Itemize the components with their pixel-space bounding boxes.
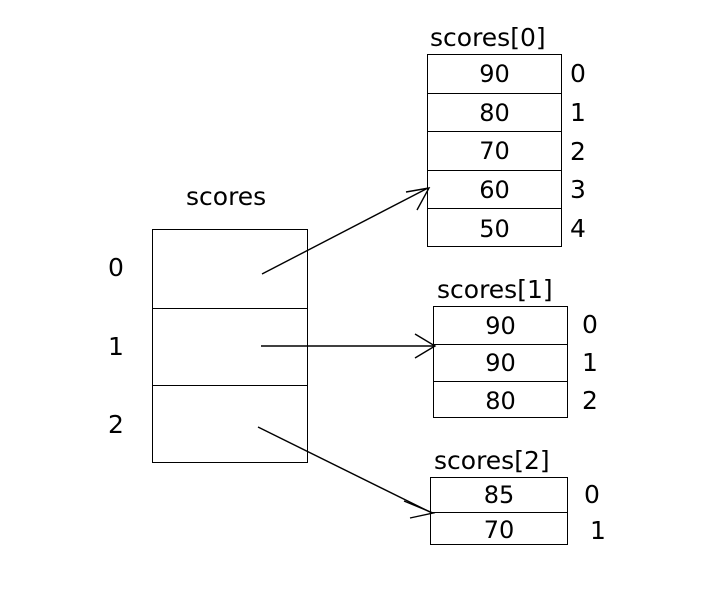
inner-array-scores-1: 90 90 80 [433, 306, 568, 418]
inner-array-0-index-3: 3 [570, 175, 586, 204]
outer-array-index-1: 1 [108, 332, 124, 361]
inner-array-0-index-0: 0 [570, 59, 586, 88]
inner-array-2-index-0: 0 [584, 480, 600, 509]
inner-array-1-index-0: 0 [582, 310, 598, 339]
outer-array-index-0: 0 [108, 253, 124, 282]
inner-array-1-index-2: 2 [582, 386, 598, 415]
inner-array-1-title: scores[1] [437, 275, 553, 304]
inner-array-scores-0: 90 80 70 60 50 [427, 54, 562, 247]
inner-array-1-index-1: 1 [582, 348, 598, 377]
outer-array-cell-0[interactable] [153, 230, 307, 309]
inner-array-2-title: scores[2] [434, 446, 550, 475]
inner-array-2-cell-0[interactable]: 85 [431, 478, 567, 513]
inner-array-0-index-4: 4 [570, 214, 586, 243]
inner-array-0-title: scores[0] [430, 23, 546, 52]
inner-array-1-cell-1[interactable]: 90 [434, 345, 567, 382]
inner-array-0-cell-4[interactable]: 50 [479, 214, 510, 243]
inner-array-2-index-1: 1 [590, 516, 606, 545]
inner-array-scores-2: 85 70 [430, 477, 568, 545]
inner-array-1-cell-2[interactable]: 80 [485, 386, 516, 415]
inner-array-0-cell-2[interactable]: 70 [428, 132, 561, 171]
outer-array-title: scores [186, 182, 267, 211]
inner-array-0-index-1: 1 [570, 98, 586, 127]
outer-array-cell-1[interactable] [153, 309, 307, 386]
outer-array-cell-2[interactable] [153, 386, 307, 464]
inner-array-0-cell-1[interactable]: 80 [428, 94, 561, 132]
inner-array-0-index-2: 2 [570, 137, 586, 166]
inner-array-0-cell-3[interactable]: 60 [428, 171, 561, 209]
inner-array-0-cell-0[interactable]: 90 [428, 55, 561, 94]
outer-array-scores [152, 229, 308, 463]
inner-array-2-cell-1[interactable]: 70 [483, 515, 515, 544]
outer-array-index-2: 2 [108, 410, 124, 439]
inner-array-1-cell-0[interactable]: 90 [434, 307, 567, 345]
